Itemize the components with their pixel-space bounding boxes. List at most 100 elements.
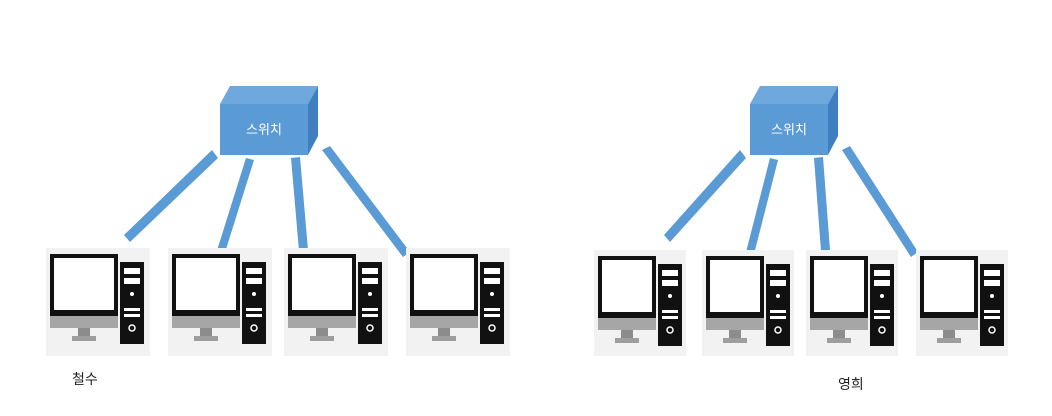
drive-bay <box>874 280 890 286</box>
monitor-screen <box>54 258 114 310</box>
switch-top <box>750 86 838 104</box>
power-button <box>988 326 996 334</box>
switch-front <box>220 104 308 155</box>
switch-side <box>308 86 318 155</box>
switch-label: 스위치 <box>246 123 282 138</box>
drive-bay <box>770 310 786 313</box>
drive-bay <box>124 268 140 274</box>
power-button <box>666 326 674 334</box>
drive-bay <box>662 270 678 276</box>
drive-bay <box>984 310 1000 313</box>
drive-bay <box>984 316 1000 319</box>
drive-bay <box>874 270 890 276</box>
monitor-stand <box>316 328 328 336</box>
cable <box>744 158 778 262</box>
computer <box>406 248 510 356</box>
drive-bay <box>362 308 378 311</box>
switch-front <box>750 104 828 155</box>
network-left: 스위치 <box>46 86 510 388</box>
drive-bay <box>246 314 262 317</box>
drive-bay <box>662 310 678 313</box>
power-button <box>488 324 496 332</box>
monitor-screen <box>602 260 652 312</box>
drive-bay <box>484 314 500 317</box>
power-button <box>366 324 374 332</box>
monitor-bezel <box>706 318 764 330</box>
drive-bay <box>362 268 378 274</box>
power-button <box>774 326 782 334</box>
drive-bay <box>124 314 140 317</box>
drive-bay <box>484 308 500 311</box>
drive-bay <box>484 278 500 284</box>
monitor-stand <box>200 328 212 336</box>
drive-bay <box>246 308 262 311</box>
power-led <box>880 294 884 298</box>
drive-bay <box>124 308 140 311</box>
computer <box>594 250 686 356</box>
computer <box>284 248 388 356</box>
network-switch: 스위치 <box>750 86 838 155</box>
drive-bay <box>984 280 1000 286</box>
monitor-base <box>827 338 851 343</box>
computer <box>168 248 272 356</box>
computer <box>916 250 1008 356</box>
power-button <box>250 324 258 332</box>
monitor-bezel <box>920 318 978 330</box>
monitor-bezel <box>598 318 656 330</box>
monitor-screen <box>710 260 760 312</box>
network-switch: 스위치 <box>220 86 318 155</box>
monitor-screen <box>292 258 352 310</box>
drive-bay <box>246 268 262 274</box>
monitor-stand <box>78 328 90 336</box>
drive-bay <box>770 316 786 319</box>
monitor-bezel <box>810 318 868 330</box>
monitor-bezel <box>50 316 118 328</box>
power-button <box>128 324 136 332</box>
monitor-screen <box>176 258 236 310</box>
drive-bay <box>662 280 678 286</box>
computer <box>806 250 898 356</box>
computer <box>46 248 150 356</box>
drive-bay <box>874 310 890 313</box>
monitor-base <box>937 338 961 343</box>
person-label: 철수 <box>72 372 98 388</box>
monitor-stand <box>438 328 450 336</box>
drive-bay <box>484 268 500 274</box>
drive-bay <box>246 278 262 284</box>
drive-bay <box>662 316 678 319</box>
monitor-base <box>432 336 456 341</box>
monitor-stand <box>943 330 955 338</box>
monitor-bezel <box>172 316 240 328</box>
network-right: 스위치 <box>594 86 1008 393</box>
cable <box>291 157 308 251</box>
drive-bay <box>770 270 786 276</box>
monitor-screen <box>814 260 864 312</box>
cable <box>842 146 918 257</box>
drive-bay <box>874 316 890 319</box>
monitor-stand <box>621 330 633 338</box>
monitor-base <box>194 336 218 341</box>
person-label: 영희 <box>838 377 864 393</box>
monitor-bezel <box>410 316 478 328</box>
cable <box>214 158 254 262</box>
monitor-base <box>310 336 334 341</box>
power-led <box>776 294 780 298</box>
cable <box>124 150 218 242</box>
monitor-base <box>723 338 747 343</box>
monitor-stand <box>729 330 741 338</box>
power-led <box>130 292 134 296</box>
switch-top <box>220 86 318 104</box>
monitor-screen <box>414 258 474 310</box>
switch-side <box>828 86 838 155</box>
drive-bay <box>362 314 378 317</box>
cable <box>664 150 746 242</box>
monitor-bezel <box>288 316 356 328</box>
drive-bay <box>984 270 1000 276</box>
cable <box>322 146 410 257</box>
monitor-screen <box>924 260 974 312</box>
drive-bay <box>124 278 140 284</box>
power-led <box>668 294 672 298</box>
power-led <box>368 292 372 296</box>
monitor-stand <box>833 330 845 338</box>
